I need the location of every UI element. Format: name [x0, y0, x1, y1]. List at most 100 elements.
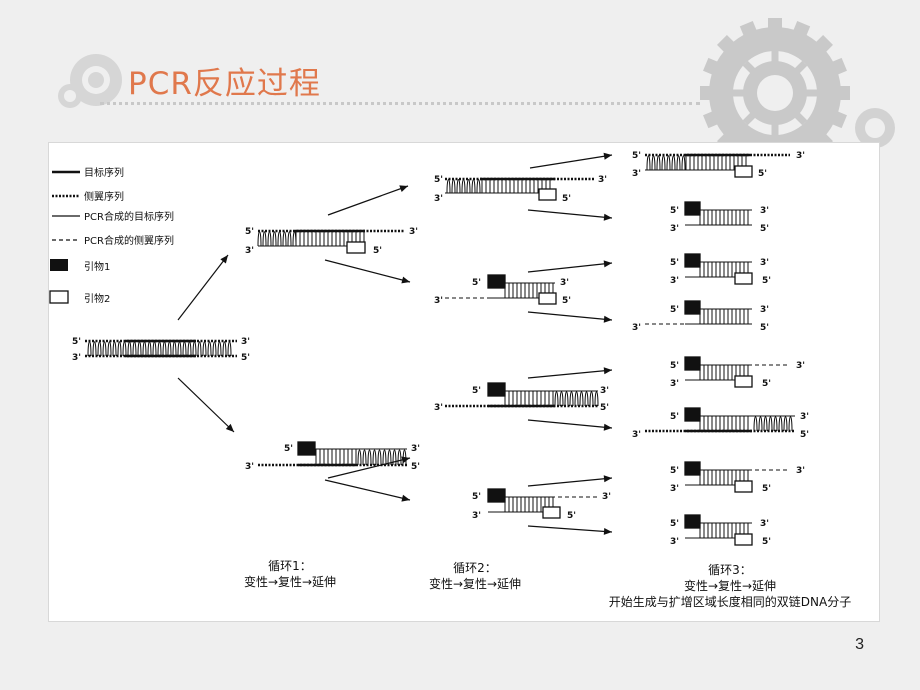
primer2-block: [734, 375, 753, 388]
five-prime-label: 5': [562, 194, 571, 204]
arrow-shaft: [327, 185, 409, 216]
primer2-block: [346, 241, 366, 254]
five-prime-label: 5': [472, 492, 481, 502]
primer1-block: [487, 382, 506, 397]
three-prime-label: 3': [472, 511, 481, 521]
three-prime-label: 3': [760, 519, 769, 529]
cycle1-steps: 变性→复性→延伸: [243, 575, 337, 589]
three-prime-label: 3': [670, 537, 679, 547]
three-prime-label: 3': [800, 412, 809, 422]
three-prime-label: 3': [760, 206, 769, 216]
three-prime-label: 3': [760, 258, 769, 268]
arrow-head: [603, 260, 612, 268]
primer1-block: [487, 274, 506, 289]
five-prime-label: 5': [670, 206, 679, 216]
arrow-shaft: [327, 457, 411, 479]
five-prime-label: 5': [434, 175, 443, 185]
five-prime-label: 5': [758, 169, 767, 179]
five-prime-label: 5': [762, 484, 771, 494]
five-prime-label: 5': [373, 246, 382, 256]
primer2-swatch: [49, 290, 69, 304]
three-prime-label: 3': [670, 276, 679, 286]
five-prime-label: 5': [760, 224, 769, 234]
five-prime-label: 5': [472, 278, 481, 288]
arrow-shaft: [527, 311, 613, 321]
five-prime-label: 5': [670, 361, 679, 371]
three-prime-label: 3': [434, 403, 443, 413]
primer1-block: [684, 514, 701, 529]
arrow-head: [220, 255, 228, 264]
three-prime-label: 3': [632, 430, 641, 440]
title-divider: [100, 102, 700, 105]
five-prime-label: 5': [241, 353, 250, 363]
cycle3-steps: 变性→复性→延伸: [683, 579, 777, 593]
corner-gear-icon: [855, 108, 895, 148]
gear-tooth: [703, 57, 722, 77]
three-prime-label: 3': [600, 386, 609, 396]
five-prime-label: 5': [600, 403, 609, 413]
three-prime-label: 3': [670, 224, 679, 234]
arrow-head: [603, 367, 612, 375]
gear-spoke: [742, 60, 765, 83]
three-prime-label: 3': [796, 466, 805, 476]
five-prime-label: 5': [760, 323, 769, 333]
gear-tooth: [791, 21, 811, 40]
five-prime-label: 5': [284, 444, 293, 454]
arrow-head: [603, 475, 612, 483]
arrow-shaft: [324, 479, 411, 501]
legend-flank-label: 侧翼序列: [84, 190, 124, 203]
gear-spoke: [785, 103, 808, 126]
arrow-shaft: [177, 377, 235, 433]
legend-target-label: 目标序列: [84, 166, 124, 179]
primer1-block: [684, 300, 701, 315]
five-prime-label: 5': [670, 519, 679, 529]
five-prime-label: 5': [762, 537, 771, 547]
three-prime-label: 3': [670, 379, 679, 389]
arrow-head: [399, 185, 408, 193]
five-prime-label: 5': [562, 296, 571, 306]
gear-tooth: [700, 86, 714, 100]
legend: 目标序列 侧翼序列 PCR合成的目标序列 PCR合成的侧翼序列 引物1 引物2: [49, 166, 174, 305]
strand-end-labels: 5' 3' 3' 5' 5' 3' 3' 5' 5' 3' 3' 5' 5' 3' 3' 5' 5' 3' 3' 5'…: [72, 151, 809, 547]
gear-spoke: [742, 103, 765, 126]
primer1-block: [684, 253, 701, 268]
three-prime-label: 3': [72, 353, 81, 363]
primer2-block: [542, 506, 561, 519]
three-prime-label: 3': [632, 323, 641, 333]
flank-pairing-loops: [753, 416, 793, 432]
gear-tooth: [703, 109, 722, 129]
three-prime-label: 3': [560, 278, 569, 288]
arrow-shaft: [527, 419, 613, 429]
primer1-block: [684, 201, 701, 216]
gear-tooth: [836, 86, 850, 100]
flank-pairing-loops: [87, 341, 232, 357]
primer1-block: [684, 356, 701, 371]
cycle1-caption: 循环1： 变性→复性→延伸: [230, 558, 350, 590]
three-prime-label: 3': [670, 484, 679, 494]
legend-pcr-target-label: PCR合成的目标序列: [84, 210, 174, 223]
primer2-block: [734, 480, 753, 493]
dna-strands: [85, 153, 795, 546]
primer2-block: [538, 292, 557, 305]
five-prime-label: 5': [72, 337, 81, 347]
flank-pairing-loops: [257, 231, 297, 247]
five-prime-label: 5': [670, 466, 679, 476]
legend-primer1-label: 引物1: [84, 260, 110, 273]
three-prime-label: 3': [796, 361, 805, 371]
primer2-block: [538, 188, 557, 201]
primer1-block: [684, 407, 701, 422]
arrow-head: [603, 213, 612, 221]
arrow-shaft: [527, 209, 613, 219]
arrow-head: [603, 423, 612, 431]
primer2-block: [734, 165, 753, 178]
gear-tooth: [739, 21, 759, 40]
cycle3-caption: 循环3： 变性→复性→延伸 开始生成与扩增区域长度相同的双链DNA分子: [585, 562, 875, 610]
arrow-shaft: [324, 259, 411, 283]
arrow-head: [225, 423, 234, 432]
three-prime-label: 3': [411, 444, 420, 454]
flank-pairing-loops: [646, 155, 686, 171]
cycle2-caption: 循环2： 变性→复性→延伸: [415, 560, 535, 592]
gear-tooth: [828, 109, 847, 129]
gear-tooth: [828, 57, 847, 77]
cycle3-note: 开始生成与扩增区域长度相同的双链DNA分子: [608, 595, 852, 609]
